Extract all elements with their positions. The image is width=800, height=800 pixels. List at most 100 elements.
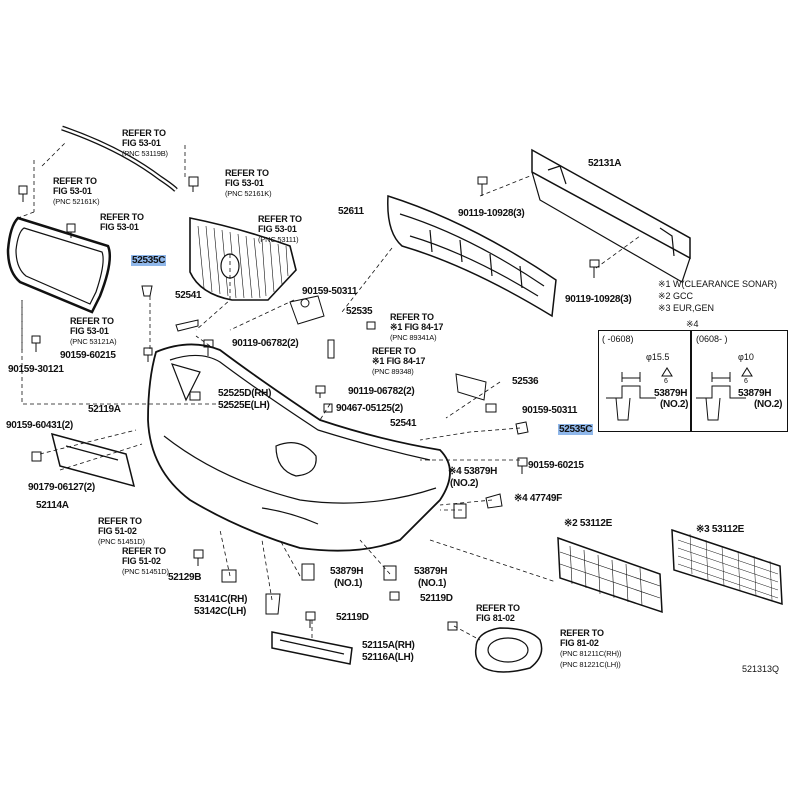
- refer-title: REFER TO: [372, 346, 416, 356]
- refer-fig: ※1 FIG 84-17: [390, 322, 444, 332]
- refer-fig: ※1 FIG 84-17: [372, 356, 426, 366]
- refer-fig: FIG 53-01: [100, 222, 139, 232]
- part-52129B[interactable]: 52129B: [168, 572, 202, 583]
- refer-fig: FIG 51-02: [98, 526, 137, 536]
- part-53879H-no1-a[interactable]: 53879H: [330, 566, 364, 577]
- diagram-id: 521313Q: [742, 664, 780, 674]
- inset-right-part[interactable]: 53879H: [738, 388, 772, 399]
- part-90159-50311-a[interactable]: 90159-50311: [302, 286, 358, 297]
- part-53112E-eur[interactable]: ※3 53112E: [696, 524, 744, 535]
- part-53879H-no1-a-sub: (NO.1): [334, 578, 363, 589]
- part-53879H-no1-b[interactable]: 53879H: [414, 566, 448, 577]
- part-53879H-no2[interactable]: ※4 53879H: [448, 466, 498, 477]
- inset-left-panel: [598, 330, 692, 432]
- inset-left-part[interactable]: 53879H: [654, 388, 688, 399]
- part-53142C[interactable]: 53142C(LH): [194, 606, 247, 617]
- inset-left-part-sub: (NO.2): [660, 399, 689, 410]
- part-52611[interactable]: 52611: [338, 206, 364, 217]
- part-90119-06782-a[interactable]: 90119-06782(2): [232, 338, 299, 349]
- refer-pnc: (PNC 81211C(RH)): [560, 649, 622, 658]
- part-53879H-no2-sub: (NO.2): [450, 478, 479, 489]
- part-90159-60431[interactable]: 90159-60431(2): [6, 420, 73, 431]
- refer-pnc: (PNC 53119B): [122, 149, 168, 158]
- part-52535[interactable]: 52535: [346, 306, 373, 317]
- refer-pnc-2: (PNC 81221C(LH)): [560, 660, 621, 669]
- part-47749F[interactable]: ※4 47749F: [514, 493, 562, 504]
- refer-fig: FIG 53-01: [122, 138, 161, 148]
- part-52541-b[interactable]: 52541: [390, 418, 417, 429]
- highlighted-part-label: 52535C: [131, 255, 167, 266]
- part-90159-60215-b[interactable]: 90159-60215: [528, 460, 584, 471]
- refer-title: REFER TO: [476, 603, 520, 613]
- refer-title: REFER TO: [560, 628, 604, 638]
- part-90119-10928-b[interactable]: 90119-10928(3): [565, 294, 632, 305]
- part-52119A[interactable]: 52119A: [88, 404, 121, 415]
- refer-pnc: (PNC 53121A): [70, 337, 117, 346]
- part-52535C-b[interactable]: 52535C: [558, 424, 594, 435]
- part-90467-05125[interactable]: 90467-05125(2): [336, 403, 403, 414]
- refer-to-sonar-a[interactable]: REFER TO※1 FIG 84-17(PNC 89341A): [390, 312, 443, 343]
- part-90159-50311-b[interactable]: 90159-50311: [522, 405, 578, 416]
- refer-fig: FIG 53-01: [53, 186, 92, 196]
- note-inset-marker: ※4: [686, 319, 699, 329]
- refer-title: REFER TO: [53, 176, 97, 186]
- part-52131A[interactable]: 52131A: [588, 158, 622, 169]
- inset-left-header: ( -0608): [602, 334, 634, 344]
- part-53879H-no1-b-sub: (NO.1): [418, 578, 447, 589]
- refer-pnc: (PNC 51451D): [122, 567, 169, 576]
- note-eur-gen: ※3 EUR,GEN: [658, 303, 715, 313]
- refer-fig: FIG 51-02: [122, 556, 161, 566]
- part-52115A[interactable]: 52115A(RH): [362, 640, 415, 651]
- part-90119-10928-a[interactable]: 90119-10928(3): [458, 208, 525, 219]
- refer-title: REFER TO: [258, 214, 302, 224]
- part-52525E[interactable]: 52525E(LH): [218, 400, 270, 411]
- part-52535C-a[interactable]: 52535C: [131, 255, 167, 266]
- refer-title: REFER TO: [70, 316, 114, 326]
- inset-right-part-sub: (NO.2): [754, 399, 783, 410]
- warning-triangle-icon: 6: [744, 378, 748, 385]
- refer-title: REFER TO: [225, 168, 269, 178]
- part-52114A[interactable]: 52114A: [36, 500, 69, 511]
- refer-title: REFER TO: [100, 212, 144, 222]
- refer-fig: FIG 53-01: [225, 178, 264, 188]
- part-53112E-gcc[interactable]: ※2 53112E: [564, 518, 612, 529]
- part-90119-06782-b[interactable]: 90119-06782(2): [348, 386, 415, 397]
- inset-left-dimension: φ15.5: [646, 352, 670, 362]
- highlighted-part-label: 52535C: [558, 424, 594, 435]
- part-53141C[interactable]: 53141C(RH): [194, 594, 248, 605]
- part-52525D[interactable]: 52525D(RH): [218, 388, 272, 399]
- refer-fig: FIG 53-01: [258, 224, 297, 234]
- refer-pnc: (PNC 52161K): [53, 197, 100, 206]
- part-52119D-a[interactable]: 52119D: [420, 593, 453, 604]
- note-sonar: ※1 W(CLEARANCE SONAR): [658, 279, 778, 289]
- refer-title: REFER TO: [122, 546, 166, 556]
- refer-pnc: (PNC 52161K): [225, 189, 272, 198]
- warning-triangle-icon: 6: [664, 378, 668, 385]
- refer-pnc: (PNC 89341A): [390, 333, 437, 342]
- part-52119D-b[interactable]: 52119D: [336, 612, 369, 623]
- refer-fig: FIG 81-02: [476, 613, 515, 623]
- part-52536[interactable]: 52536: [512, 376, 539, 387]
- part-90159-30121[interactable]: 90159-30121: [8, 364, 64, 375]
- part-52116A[interactable]: 52116A(LH): [362, 652, 414, 663]
- refer-to-sonar-b[interactable]: REFER TO※1 FIG 84-17(PNC 89348): [372, 346, 425, 377]
- part-52541-a[interactable]: 52541: [175, 290, 202, 301]
- part-90159-60215-a[interactable]: 90159-60215: [60, 350, 116, 361]
- part-90179-06127[interactable]: 90179-06127(2): [28, 482, 95, 493]
- refer-fig: FIG 81-02: [560, 638, 599, 648]
- refer-pnc: (PNC 53111): [258, 235, 299, 244]
- note-gcc: ※2 GCC: [658, 291, 694, 301]
- refer-title: REFER TO: [390, 312, 434, 322]
